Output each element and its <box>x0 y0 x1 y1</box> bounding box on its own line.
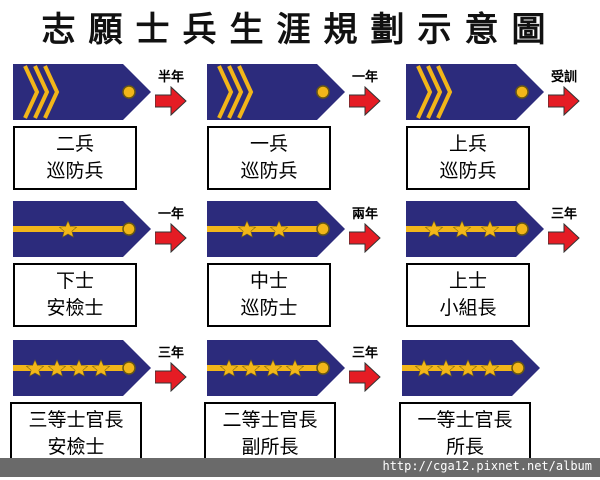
stripe-4-star-insignia-icon <box>13 340 151 396</box>
arrow-right-icon <box>155 223 187 253</box>
rank-role: 巡防兵 <box>46 160 104 182</box>
rank-label-box: 二等士官長 副所長 <box>204 402 336 466</box>
rank-title: 上兵 <box>448 133 487 155</box>
rank-title: 二兵 <box>55 133 94 155</box>
arrow-right-icon <box>548 223 580 253</box>
duration-label: 受訓 <box>550 70 577 85</box>
rank-cell-sergeant: 兩年 中士 巡防士 <box>194 201 394 341</box>
rank-role: 巡防兵 <box>240 160 298 182</box>
rank-title: 中士 <box>249 270 288 292</box>
stripe-2-star-insignia-icon <box>207 201 345 257</box>
watermark-bar: http://cga12.pixnet.net/album <box>0 458 600 477</box>
page-title: 志願士兵生涯規劃示意圖 <box>41 10 559 50</box>
stripe-1-star-insignia-icon <box>13 201 151 257</box>
rank-cell-master-sergeant-3: 三年 三等士官長 安檢士 <box>0 340 200 480</box>
arrow-right-icon <box>349 86 381 116</box>
rank-title: 一兵 <box>249 133 288 155</box>
chevron-3-insignia-icon <box>13 64 151 120</box>
rank-label-box: 二兵 巡防兵 <box>13 126 137 190</box>
rank-label-box: 上士 小組長 <box>406 263 530 327</box>
rank-cell-staff-sergeant: 三年 上士 小組長 <box>393 201 593 341</box>
stripe-3-star-insignia-icon <box>406 201 544 257</box>
rank-title: 二等士官長 <box>222 409 318 431</box>
arrow-right-icon <box>548 86 580 116</box>
rank-title: 三等士官長 <box>28 409 124 431</box>
rank-label-box: 下士 安檢士 <box>13 263 137 327</box>
rank-title: 上士 <box>448 270 487 292</box>
rank-cell-master-sergeant-2: 三年 二等士官長 副所長 <box>194 340 394 480</box>
rank-role: 副所長 <box>241 436 299 458</box>
rank-cell-private-first-class: 受訓 上兵 巡防兵 <box>393 64 593 204</box>
arrow-right-icon <box>155 362 187 392</box>
rank-role: 巡防兵 <box>439 160 497 182</box>
chevron-3-insignia-icon <box>207 64 345 120</box>
rank-role: 安檢士 <box>46 297 104 319</box>
rank-title: 下士 <box>55 270 94 292</box>
rank-label-box: 上兵 巡防兵 <box>406 126 530 190</box>
arrow-right-icon <box>349 223 381 253</box>
rank-label-box: 一兵 巡防兵 <box>207 126 331 190</box>
stripe-4-star-insignia-icon <box>207 340 345 396</box>
duration-label: 一年 <box>351 70 378 85</box>
rank-label-box: 一等士官長 所長 <box>399 402 531 466</box>
rank-title: 一等士官長 <box>417 409 513 431</box>
rank-role: 小組長 <box>439 297 497 319</box>
rank-cell-private-2: 半年 二兵 巡防兵 <box>0 64 200 204</box>
arrow-right-icon <box>349 362 381 392</box>
rank-role: 所長 <box>445 436 484 458</box>
arrow-right-icon <box>155 86 187 116</box>
rank-label-box: 三等士官長 安檢士 <box>10 402 142 466</box>
rank-cell-master-sergeant-1: 一等士官長 所長 <box>389 340 589 480</box>
duration-label: 兩年 <box>351 207 378 222</box>
duration-label: 半年 <box>157 70 184 85</box>
duration-label: 三年 <box>550 207 577 222</box>
chevron-3-insignia-icon <box>406 64 544 120</box>
rank-role: 巡防士 <box>240 297 298 319</box>
watermark-url: http://cga12.pixnet.net/album <box>382 459 592 473</box>
duration-label: 三年 <box>351 346 378 361</box>
duration-label: 三年 <box>157 346 184 361</box>
duration-label: 一年 <box>157 207 184 222</box>
rank-cell-corporal: 一年 下士 安檢士 <box>0 201 200 341</box>
rank-cell-private-1: 一年 一兵 巡防兵 <box>194 64 394 204</box>
stripe-4-star-insignia-icon <box>402 340 540 396</box>
rank-label-box: 中士 巡防士 <box>207 263 331 327</box>
rank-role: 安檢士 <box>47 436 105 458</box>
